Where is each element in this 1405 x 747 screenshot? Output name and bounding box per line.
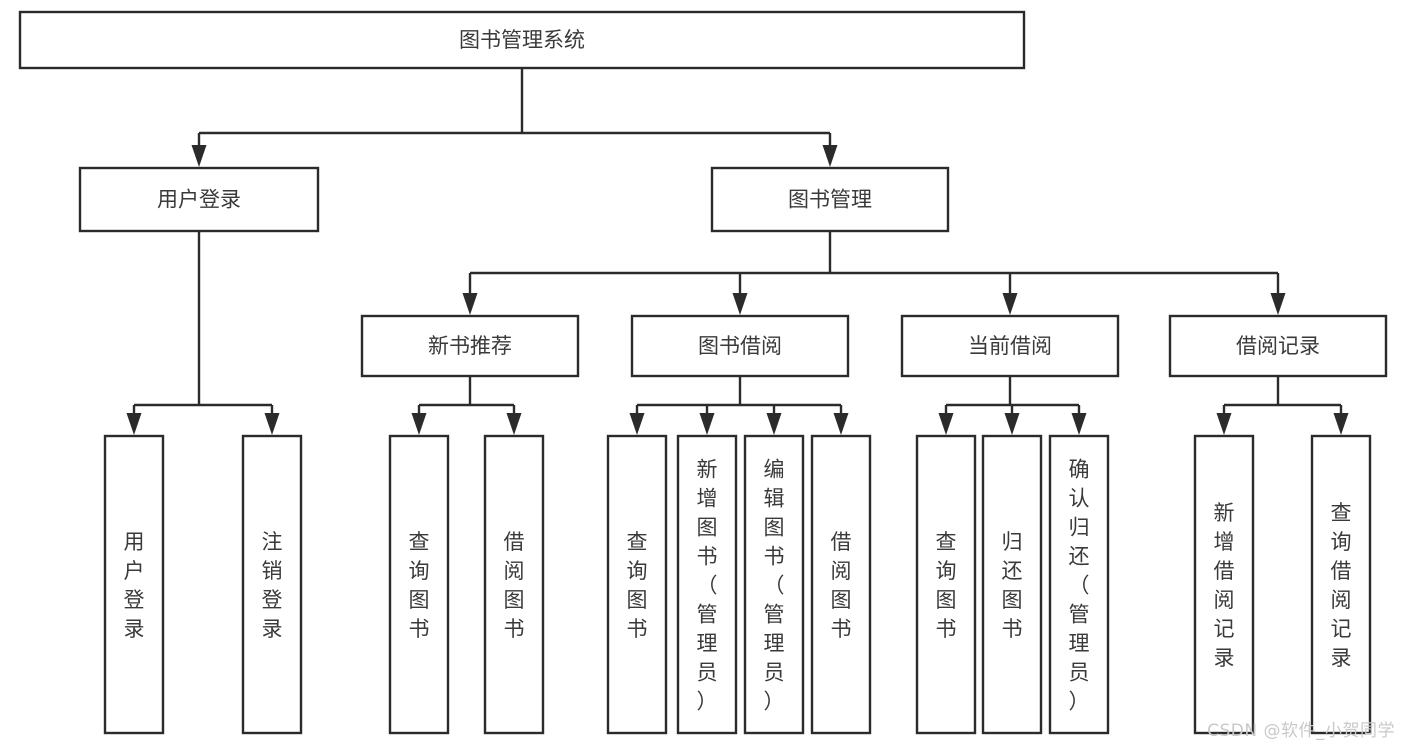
node-box[interactable]: [103, 434, 165, 735]
node-box[interactable]: [78, 166, 320, 233]
node-label: 新书推荐: [428, 334, 512, 358]
arrow-head-icon: [191, 145, 207, 167]
node-label: 借阅记录: [1236, 334, 1320, 358]
arrow-head-icon: [462, 293, 478, 315]
arrow-head-icon: [1004, 413, 1020, 435]
node-leaf-add-book[interactable]: 新增图书（管理员）: [676, 434, 738, 735]
node-label: 借阅图书: [504, 530, 525, 641]
node-box[interactable]: [241, 434, 303, 735]
node-current-borrow[interactable]: 当前借阅: [900, 314, 1120, 378]
node-box[interactable]: [676, 434, 738, 735]
node-label: 确认归还（管理员）: [1069, 458, 1090, 714]
arrow-head-icon: [822, 145, 838, 167]
arrow-head-icon: [938, 413, 954, 435]
node-box[interactable]: [18, 10, 1026, 70]
node-leaf-logout[interactable]: 注销登录: [241, 434, 303, 735]
node-box[interactable]: [630, 314, 850, 378]
arrow-head-icon: [1270, 293, 1286, 315]
node-label: 用户登录: [157, 188, 241, 212]
node-book-borrow[interactable]: 图书借阅: [630, 314, 850, 378]
node-label: 编辑图书（管理员）: [764, 458, 785, 714]
node-label: 图书管理系统: [459, 28, 585, 52]
node-book-manage[interactable]: 图书管理: [710, 166, 950, 233]
node-leaf-user-login[interactable]: 用户登录: [103, 434, 165, 735]
arrow-head-icon: [1333, 413, 1349, 435]
node-label: 查询图书: [409, 530, 430, 641]
node-box[interactable]: [1168, 314, 1388, 378]
node-box[interactable]: [710, 166, 950, 233]
arrow-head-icon: [264, 413, 280, 435]
node-box[interactable]: [900, 314, 1120, 378]
node-label: 借阅图书: [831, 530, 852, 641]
node-leaf-query-book-1[interactable]: 查询图书: [388, 434, 450, 735]
node-box[interactable]: [360, 314, 580, 378]
node-label: 查询借阅记录: [1331, 501, 1352, 670]
node-box[interactable]: [483, 434, 545, 735]
node-label: 新增图书（管理员）: [697, 458, 718, 714]
node-root[interactable]: 图书管理系统: [18, 10, 1026, 70]
node-label: 查询图书: [627, 530, 648, 641]
arrow-head-icon: [766, 413, 782, 435]
node-leaf-return-book[interactable]: 归还图书: [981, 434, 1043, 735]
node-label: 新增借阅记录: [1214, 501, 1235, 670]
node-box[interactable]: [606, 434, 668, 735]
edges-layer: [126, 68, 1349, 435]
node-box[interactable]: [915, 434, 977, 735]
node-label: 归还图书: [1002, 530, 1023, 641]
node-box[interactable]: [1193, 434, 1255, 735]
arrow-head-icon: [1071, 413, 1087, 435]
node-label: 用户登录: [124, 530, 145, 641]
node-box[interactable]: [1310, 434, 1372, 735]
node-leaf-query-record[interactable]: 查询借阅记录: [1310, 434, 1372, 735]
arrow-head-icon: [629, 413, 645, 435]
arrow-head-icon: [506, 413, 522, 435]
node-leaf-query-book-2[interactable]: 查询图书: [606, 434, 668, 735]
csdn-watermark: CSDN @软件_小贺同学: [1207, 721, 1395, 741]
node-box[interactable]: [388, 434, 450, 735]
arrow-head-icon: [732, 293, 748, 315]
node-label: 图书借阅: [698, 334, 782, 358]
node-label: 注销登录: [262, 530, 283, 641]
node-leaf-query-book-3[interactable]: 查询图书: [915, 434, 977, 735]
node-label: 查询图书: [936, 530, 957, 641]
arrow-head-icon: [699, 413, 715, 435]
node-box[interactable]: [1048, 434, 1110, 735]
node-box[interactable]: [981, 434, 1043, 735]
arrow-head-icon: [833, 413, 849, 435]
node-box[interactable]: [743, 434, 805, 735]
node-leaf-edit-book[interactable]: 编辑图书（管理员）: [743, 434, 805, 735]
node-leaf-borrow-book-2[interactable]: 借阅图书: [810, 434, 872, 735]
arrow-head-icon: [1002, 293, 1018, 315]
arrow-head-icon: [1216, 413, 1232, 435]
node-new-book-rec[interactable]: 新书推荐: [360, 314, 580, 378]
node-user-login[interactable]: 用户登录: [78, 166, 320, 233]
arrow-head-icon: [126, 413, 142, 435]
nodes-layer: 图书管理系统用户登录图书管理新书推荐图书借阅当前借阅借阅记录用户登录注销登录查询…: [18, 10, 1388, 735]
node-leaf-borrow-book-1[interactable]: 借阅图书: [483, 434, 545, 735]
arrow-head-icon: [411, 413, 427, 435]
node-leaf-confirm-return[interactable]: 确认归还（管理员）: [1048, 434, 1110, 735]
node-borrow-record[interactable]: 借阅记录: [1168, 314, 1388, 378]
node-box[interactable]: [810, 434, 872, 735]
node-leaf-add-record[interactable]: 新增借阅记录: [1193, 434, 1255, 735]
node-label: 图书管理: [788, 188, 872, 212]
node-label: 当前借阅: [968, 334, 1052, 358]
